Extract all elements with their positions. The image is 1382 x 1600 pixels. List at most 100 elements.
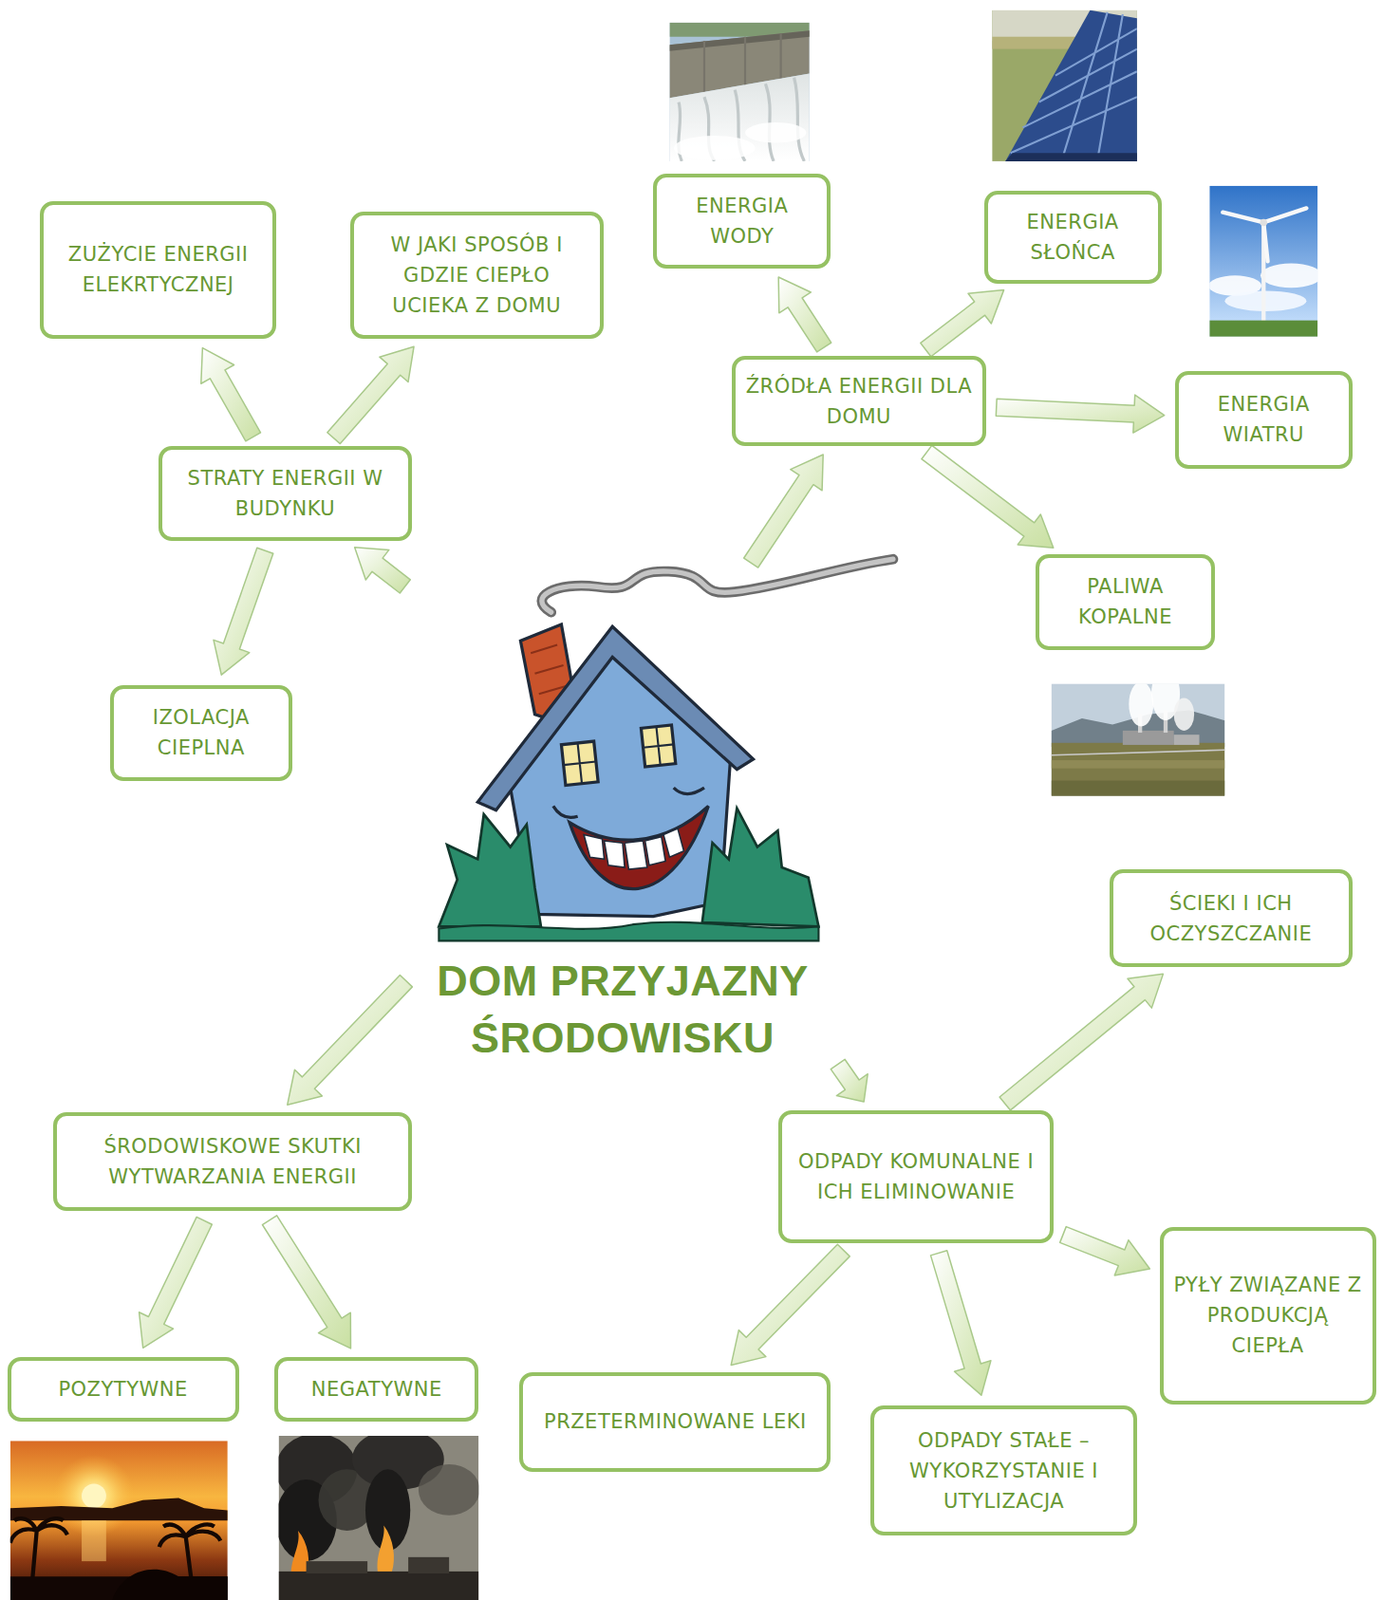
topic-text: ŹRÓDŁA ENERGII DLA DOMU <box>745 371 973 432</box>
topic-box: ODPADY STAŁE – WYKORZYSTANIE I UTYLIZACJ… <box>870 1405 1138 1537</box>
topic-box: W JAKI SPOSÓB I GDZIE CIEPŁO UCIEKA Z DO… <box>350 211 604 339</box>
wind-turbine-photo-part <box>1259 219 1268 227</box>
wind-turbine-photo <box>1209 186 1318 337</box>
house-illustration-part <box>541 559 894 613</box>
dam-photo-part <box>703 40 706 93</box>
dam-photo-part <box>673 135 756 161</box>
topic-box: ŚRODOWISKOWE SKUTKI WYTWARZANIA ENERGII <box>53 1112 413 1212</box>
smoke-photo <box>279 1436 480 1600</box>
topic-text: ODPADY STAŁE – WYKORZYSTANIE I UTYLIZACJ… <box>883 1425 1124 1517</box>
house-illustration-part <box>553 787 705 818</box>
house-illustration-part <box>438 922 819 942</box>
solar-panel-photo <box>991 10 1138 162</box>
topic-box: POZYTYWNE <box>7 1357 240 1422</box>
power-plant-photo-part <box>1051 781 1226 797</box>
power-plant-photo-part <box>1051 743 1226 797</box>
sunset-photo-part <box>81 1483 107 1509</box>
block-arrow <box>778 277 832 353</box>
dam-photo <box>669 22 809 162</box>
dam-photo-part <box>780 33 783 78</box>
topic-text: PALIWA KOPALNE <box>1048 571 1201 633</box>
topic-box: PALIWA KOPALNE <box>1035 554 1214 651</box>
solar-panel-photo-part <box>1010 12 1138 162</box>
house-illustration-part <box>583 828 684 870</box>
topic-text: ŚCIEKI I ICH OCZYSZCZANIE <box>1122 888 1340 950</box>
block-arrow <box>920 290 1005 357</box>
sunset-photo-part <box>10 1497 228 1521</box>
topic-text: ZUŻYCIE ENERGII ELEKRTYCZNEJ <box>53 239 263 300</box>
topic-box: ODPADY KOMUNALNE I ICH ELIMINOWANIE <box>778 1110 1053 1244</box>
house-illustration-part <box>477 626 753 811</box>
dam-photo-part <box>745 122 807 144</box>
topic-box: ENERGIA WODY <box>653 173 831 269</box>
dam-photo-part <box>744 37 747 87</box>
wind-turbine-photo-part <box>1209 320 1318 337</box>
topic-text: ENERGIA SŁOŃCA <box>997 206 1149 268</box>
dam-photo-part <box>669 22 809 162</box>
block-arrow <box>930 1251 990 1396</box>
smoke-photo-part <box>306 1561 369 1574</box>
block-arrow <box>201 348 262 442</box>
block-arrow <box>995 394 1164 433</box>
topic-box: ENERGIA SŁOŃCA <box>984 190 1162 284</box>
block-arrow <box>830 1059 868 1102</box>
wind-turbine-photo-part <box>1209 186 1318 337</box>
house-illustration-part <box>560 741 598 785</box>
smoke-photo-part <box>408 1557 449 1574</box>
power-plant-photo-part <box>1122 730 1175 746</box>
topic-box: PYŁY ZWIĄZANE Z PRODUKCJĄ CIEPŁA <box>1159 1227 1377 1405</box>
dam-photo-part <box>669 73 809 161</box>
house-illustration-part <box>640 725 675 767</box>
block-arrow <box>999 973 1163 1111</box>
smoke-photo-part <box>279 1571 480 1600</box>
topic-box: NEGATYWNE <box>274 1357 479 1422</box>
topic-box: IZOLACJA CIEPLNA <box>110 685 292 782</box>
block-arrow <box>921 445 1054 548</box>
topic-text: STRATY ENERGII W BUDYNKU <box>171 463 400 524</box>
topic-text: DOM PRZYJAZNY ŚRODOWISKU <box>413 952 833 1067</box>
topic-text: IZOLACJA CIEPLNA <box>123 702 279 764</box>
topic-box: STRATY ENERGII W BUDYNKU <box>158 446 413 542</box>
solar-panel-photo-part <box>991 10 1138 162</box>
power-plant-photo-part <box>1174 697 1196 730</box>
topic-box: PRZETERMINOWANE LEKI <box>519 1372 831 1472</box>
topic-box: ŚCIEKI I ICH OCZYSZCZANIE <box>1109 869 1353 968</box>
block-arrow <box>354 547 411 594</box>
topic-text: PRZETERMINOWANE LEKI <box>543 1406 807 1438</box>
topic-text: ENERGIA WODY <box>666 190 818 252</box>
house-illustration-part <box>640 725 675 767</box>
solar-panel-photo-part <box>1005 10 1138 162</box>
house-illustration <box>438 559 894 941</box>
block-arrow <box>327 346 414 444</box>
sunset-photo <box>10 1440 228 1600</box>
sunset-photo-part <box>81 1520 107 1562</box>
topic-text: NEGATYWNE <box>311 1374 443 1405</box>
topic-box: ZUŻYCIE ENERGII ELEKRTYCZNEJ <box>39 201 277 339</box>
block-arrow <box>1060 1227 1151 1276</box>
house-illustration-part <box>541 559 894 613</box>
house-illustration-part <box>530 645 568 695</box>
block-arrow <box>213 547 274 675</box>
topic-box: ENERGIA WIATRU <box>1175 371 1353 468</box>
wind-turbine-photo-part <box>1222 207 1307 262</box>
central-topic: DOM PRZYJAZNY ŚRODOWISKU <box>413 571 833 1067</box>
house-illustration-part <box>438 814 542 927</box>
smoke-photo-part <box>418 1464 479 1516</box>
topic-text: W JAKI SPOSÓB I GDZIE CIEPŁO UCIEKA Z DO… <box>363 229 591 321</box>
power-plant-photo-part <box>1051 749 1226 755</box>
house-illustration-part <box>569 805 709 889</box>
wind-turbine-photo-part <box>1260 262 1318 288</box>
smoke-photo-part <box>290 1531 309 1577</box>
power-plant-photo-part <box>1174 734 1200 746</box>
block-arrow <box>744 454 824 568</box>
smoke-photo-part <box>377 1526 394 1572</box>
block-arrow <box>287 974 413 1105</box>
topic-text: ODPADY KOMUNALNE I ICH ELIMINOWANIE <box>791 1146 1040 1208</box>
power-plant-photo-part <box>1128 683 1154 727</box>
power-plant-photo <box>1051 683 1226 796</box>
block-arrow <box>730 1244 850 1365</box>
topic-box: ŹRÓDŁA ENERGII DLA DOMU <box>731 355 987 447</box>
topic-text: POZYTYWNE <box>57 1374 187 1405</box>
topic-text: ENERGIA WIATRU <box>1188 389 1340 450</box>
